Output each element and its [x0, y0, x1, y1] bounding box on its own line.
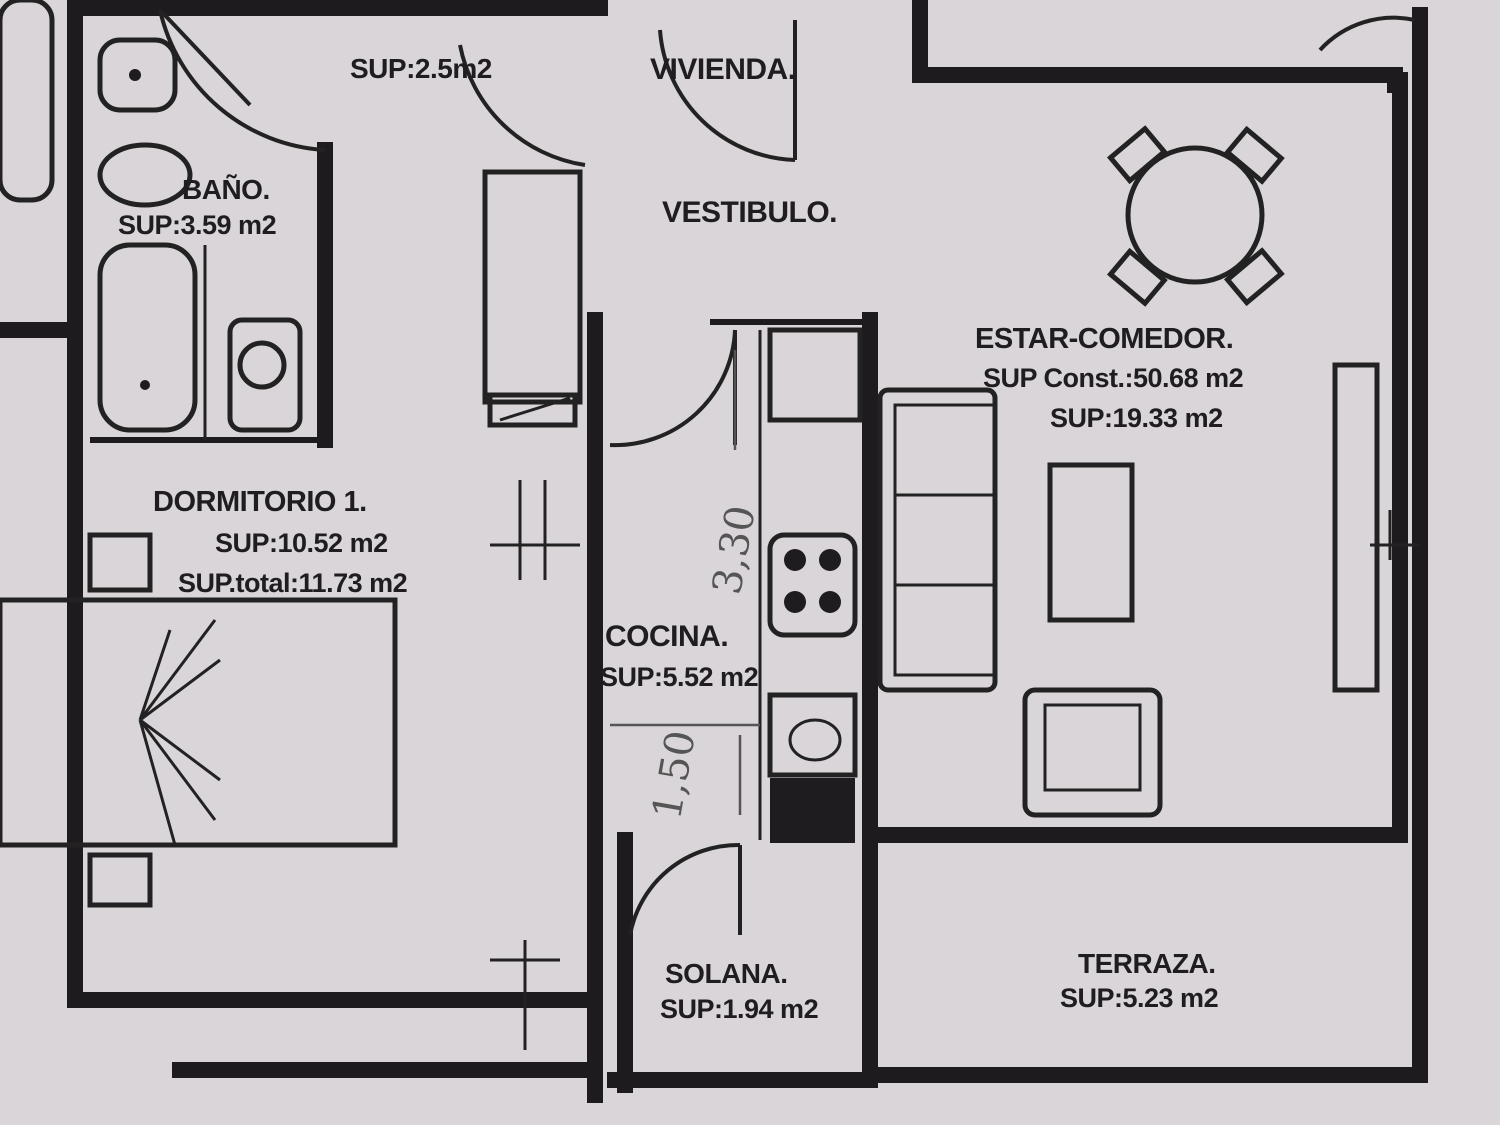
terraza-area: SUP:5.23 m2	[1060, 983, 1219, 1013]
bano-label: BAÑO.	[182, 174, 270, 205]
vestibulo-label: VESTIBULO.	[662, 196, 838, 229]
cocina-label: COCINA.	[605, 620, 729, 653]
estar-comedor-label: ESTAR-COMEDOR.	[975, 323, 1234, 355]
dormitorio-label: DORMITORIO 1.	[153, 486, 367, 518]
bathroom-fixtures	[0, 0, 303, 440]
estar-comedor-area-const: SUP Const.:50.68 m2	[983, 363, 1244, 393]
living-furniture	[877, 125, 1380, 818]
dormitorio-area-total: SUP.total:11.73 m2	[178, 568, 408, 598]
doors	[158, 8, 1416, 936]
dormitorio-area: SUP:10.52 m2	[215, 528, 388, 558]
terraza-label: TERRAZA.	[1078, 948, 1216, 979]
estar-comedor-area: SUP:19.33 m2	[1050, 403, 1223, 433]
walls	[0, 0, 1428, 1103]
cocina-area: SUP:5.52 m2	[600, 662, 759, 692]
closet	[482, 169, 583, 428]
vivienda-area: SUP:2.5m2	[350, 53, 492, 84]
kitchen-fixtures	[610, 327, 863, 843]
solana-area: SUP:1.94 m2	[660, 994, 819, 1024]
bano-area: SUP:3.59 m2	[118, 210, 277, 240]
bedroom-furniture	[0, 532, 398, 908]
vivienda-label: VIVIENDA.	[650, 53, 796, 86]
solana-label: SOLANA.	[665, 958, 788, 989]
